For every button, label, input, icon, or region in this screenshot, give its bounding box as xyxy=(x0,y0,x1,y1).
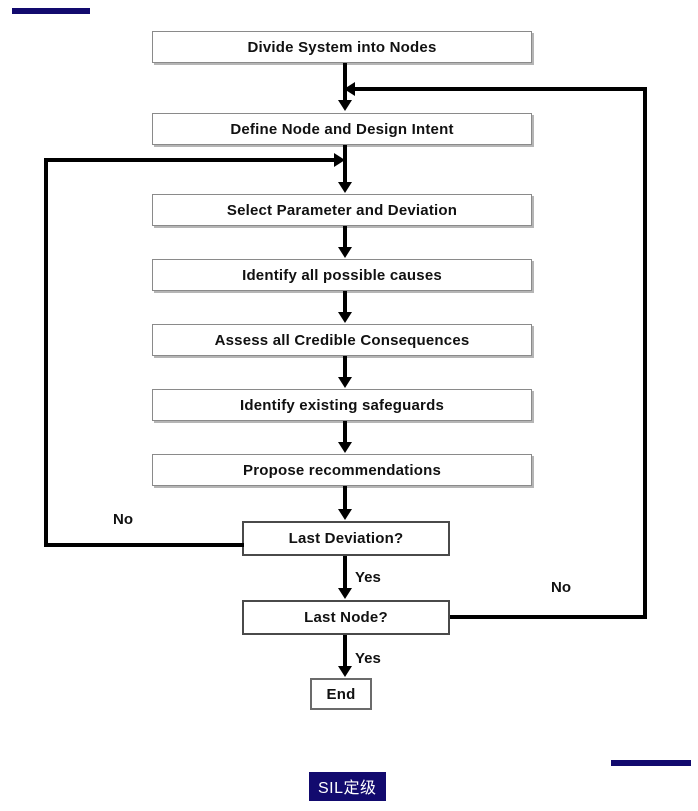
connector-n9-end-line xyxy=(343,635,347,668)
connector-n5-n6-line xyxy=(343,356,347,378)
loop-deviation-no-bottom-segment xyxy=(44,543,244,547)
node-identify-existing-safeguards[interactable]: Identify existing safeguards xyxy=(152,389,532,421)
connector-n3-n4-arrowhead-icon xyxy=(338,247,352,258)
edge-label-last-deviation-no: No xyxy=(113,511,133,528)
loop-node-no-top-segment xyxy=(355,87,647,91)
connector-n2-n3-line xyxy=(343,145,347,183)
edge-label-last-node-yes: Yes xyxy=(355,650,381,667)
node-last-deviation-decision[interactable]: Last Deviation? xyxy=(242,521,450,556)
node-end-terminator[interactable]: End xyxy=(310,678,372,710)
node-select-parameter-and-deviation[interactable]: Select Parameter and Deviation xyxy=(152,194,532,226)
loop-node-no-arrowhead-icon xyxy=(344,82,355,96)
node-define-node-and-design-intent[interactable]: Define Node and Design Intent xyxy=(152,113,532,145)
connector-n7-n8-line xyxy=(343,486,347,512)
connector-n5-n6-arrowhead-icon xyxy=(338,377,352,388)
edge-label-last-node-no: No xyxy=(551,579,571,596)
connector-n8-n9-line xyxy=(343,556,347,590)
connector-n9-end-arrowhead-icon xyxy=(338,666,352,677)
connector-n4-n5-arrowhead-icon xyxy=(338,312,352,323)
connector-n6-n7-line xyxy=(343,421,347,443)
node-assess-all-credible-consequences[interactable]: Assess all Credible Consequences xyxy=(152,324,532,356)
loop-deviation-no-left-segment xyxy=(44,160,48,545)
connector-n7-n8-arrowhead-icon xyxy=(338,509,352,520)
connector-n6-n7-arrowhead-icon xyxy=(338,442,352,453)
node-identify-all-possible-causes[interactable]: Identify all possible causes xyxy=(152,259,532,291)
node-last-node-decision[interactable]: Last Node? xyxy=(242,600,450,635)
loop-node-no-bottom-segment xyxy=(450,615,647,619)
connector-n1-n2-arrowhead-icon xyxy=(338,100,352,111)
connector-n8-n9-arrowhead-icon xyxy=(338,588,352,599)
connector-n2-n3-arrowhead-icon xyxy=(338,182,352,193)
loop-node-no-right-segment xyxy=(643,89,647,617)
loop-deviation-no-arrowhead-icon xyxy=(334,153,345,167)
navy-rule-top-left xyxy=(12,8,90,14)
caption-sil-rating: SIL定级 xyxy=(309,772,386,801)
edge-label-last-deviation-yes: Yes xyxy=(355,569,381,586)
connector-n3-n4-line xyxy=(343,226,347,248)
node-divide-system-into-nodes[interactable]: Divide System into Nodes xyxy=(152,31,532,63)
connector-n4-n5-line xyxy=(343,291,347,313)
loop-deviation-no-top-segment xyxy=(44,158,339,162)
navy-rule-bottom-right xyxy=(611,760,691,766)
node-propose-recommendations[interactable]: Propose recommendations xyxy=(152,454,532,486)
